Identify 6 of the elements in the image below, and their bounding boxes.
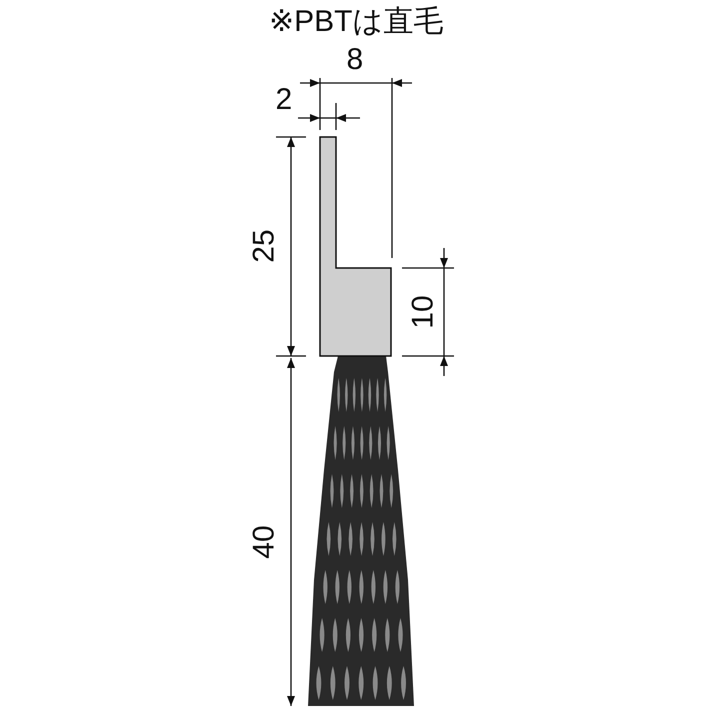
dimension-label: 2: [276, 85, 292, 115]
note-text: ※PBTは直毛: [269, 7, 444, 37]
dimension-label: 8: [346, 45, 364, 75]
dimension-label: 10: [408, 295, 438, 329]
dimension-label: 25: [249, 229, 280, 263]
dimension-label: 40: [249, 525, 280, 559]
